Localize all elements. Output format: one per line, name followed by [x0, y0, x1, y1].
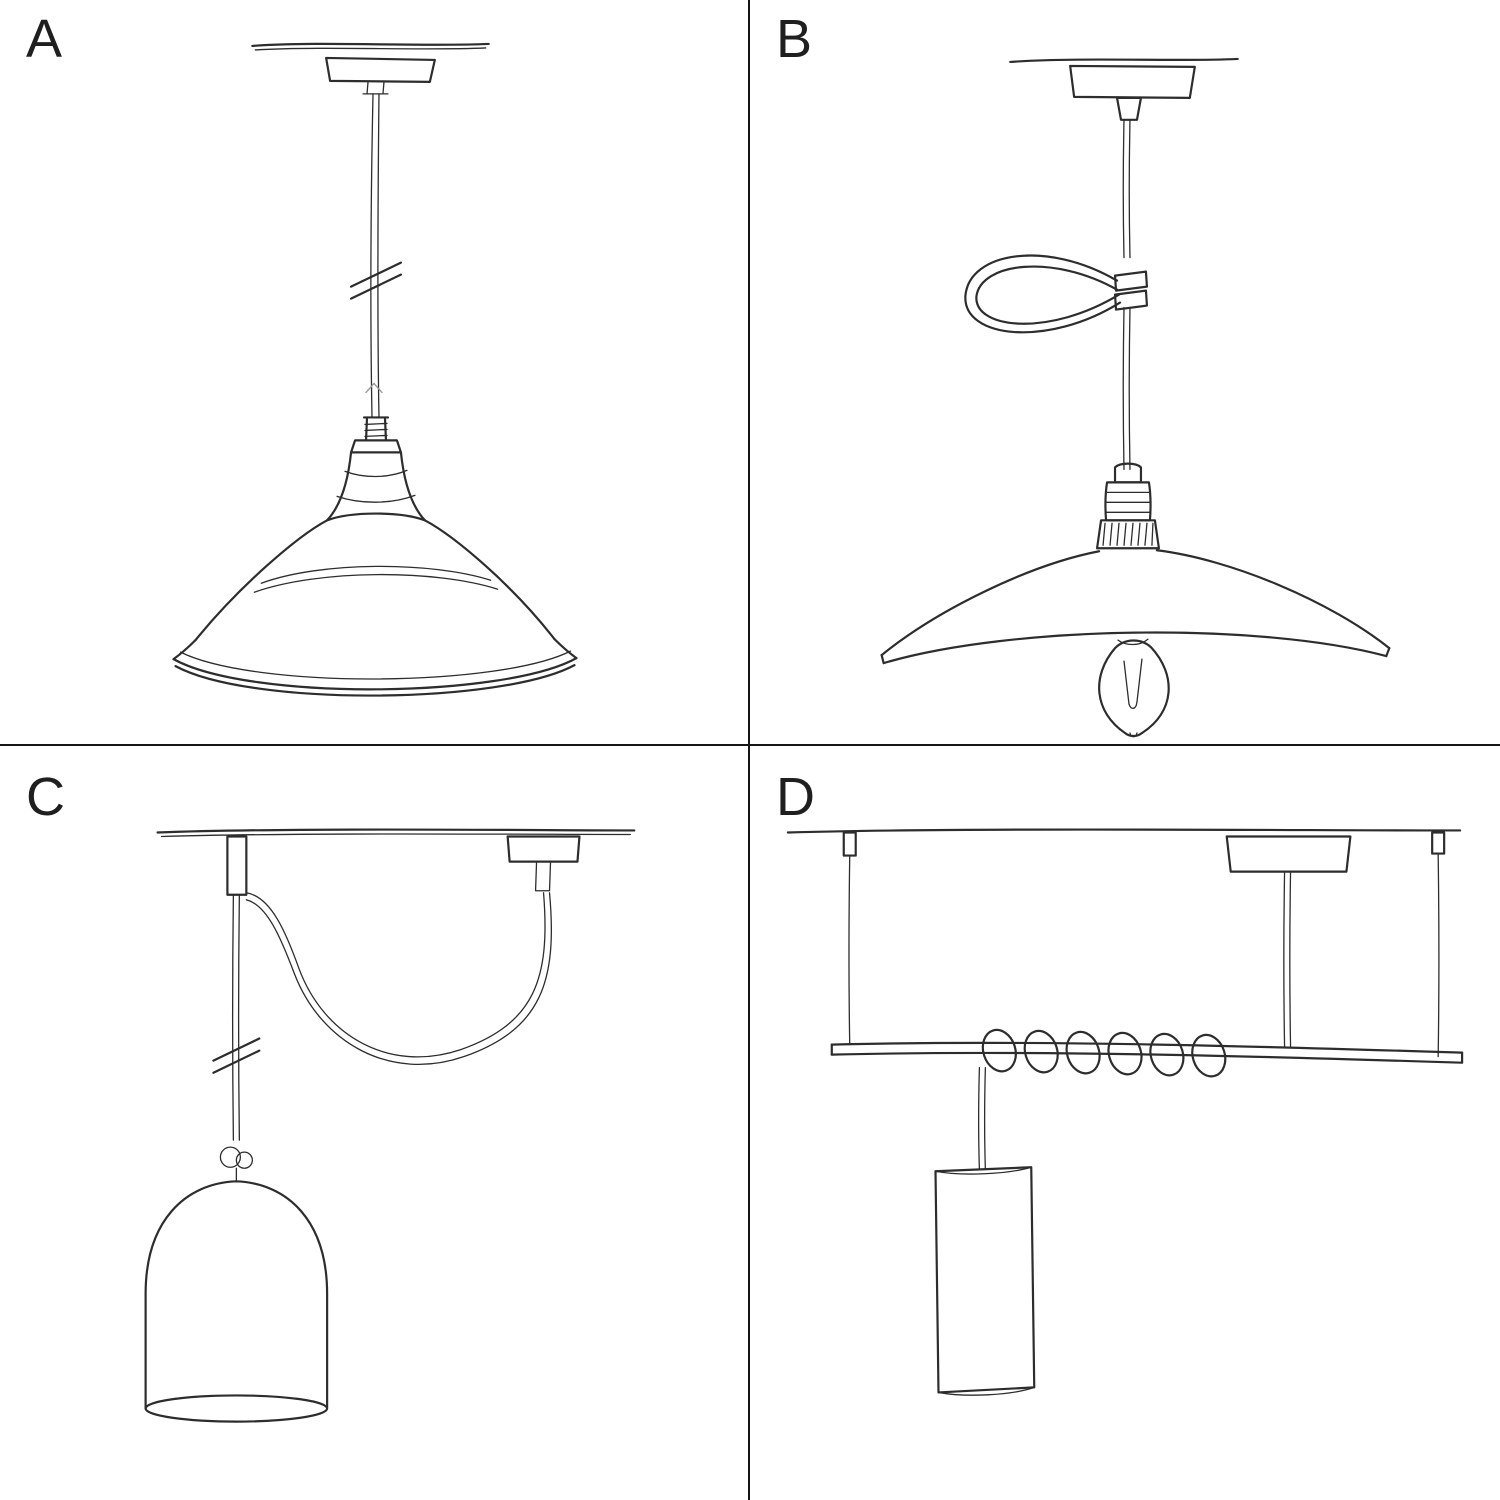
- ceiling-rose-a: [251, 42, 490, 95]
- ceiling-rose-b: [1009, 57, 1239, 121]
- panel-a: A: [0, 0, 748, 744]
- drop-cable-c: [212, 894, 261, 1182]
- pendant-plate-shade-bulb-sketch-icon: [880, 57, 1391, 738]
- edison-bulb-b: [1098, 638, 1170, 738]
- swag-pendant-bell-shade-sketch-icon: [144, 828, 636, 1423]
- industrial-shade-a: [172, 512, 578, 697]
- panel-c-label: C: [26, 767, 66, 827]
- coiled-cable-d: [981, 1028, 1227, 1078]
- ceiling-c: [156, 828, 636, 896]
- horizontal-bar-d: [830, 1041, 1464, 1064]
- panel-c: C: [0, 746, 748, 1500]
- lamp-holder-a: [326, 416, 426, 522]
- cable-b: [1122, 119, 1131, 471]
- pendant-industrial-shade-sketch-icon: [172, 42, 578, 697]
- vertical-divider: [748, 0, 750, 1500]
- panel-a-label: A: [26, 9, 64, 69]
- panel-b: B: [750, 0, 1498, 744]
- swag-cable-c: [245, 892, 553, 1065]
- canopy-stem-d: [1283, 871, 1292, 1048]
- bell-shade-c: [144, 1180, 329, 1423]
- cable-a: [349, 93, 403, 419]
- panel-d-label: D: [776, 767, 816, 827]
- panel-b-label: B: [776, 9, 814, 69]
- cylinder-pendant-d: [934, 1166, 1036, 1396]
- ceiling-d: [786, 828, 1462, 873]
- plate-shade-b: [880, 549, 1391, 665]
- bar-suspension-cylinder-pendant-sketch-icon: [786, 828, 1464, 1396]
- horizontal-divider: [0, 744, 1500, 746]
- drop-cable-d: [977, 1067, 987, 1170]
- lamp-holder-b: [1095, 462, 1161, 550]
- cable-hook-loop-b: [964, 254, 1149, 334]
- suspension-wires-d: [842, 831, 1446, 1058]
- panel-d: D: [750, 746, 1498, 1500]
